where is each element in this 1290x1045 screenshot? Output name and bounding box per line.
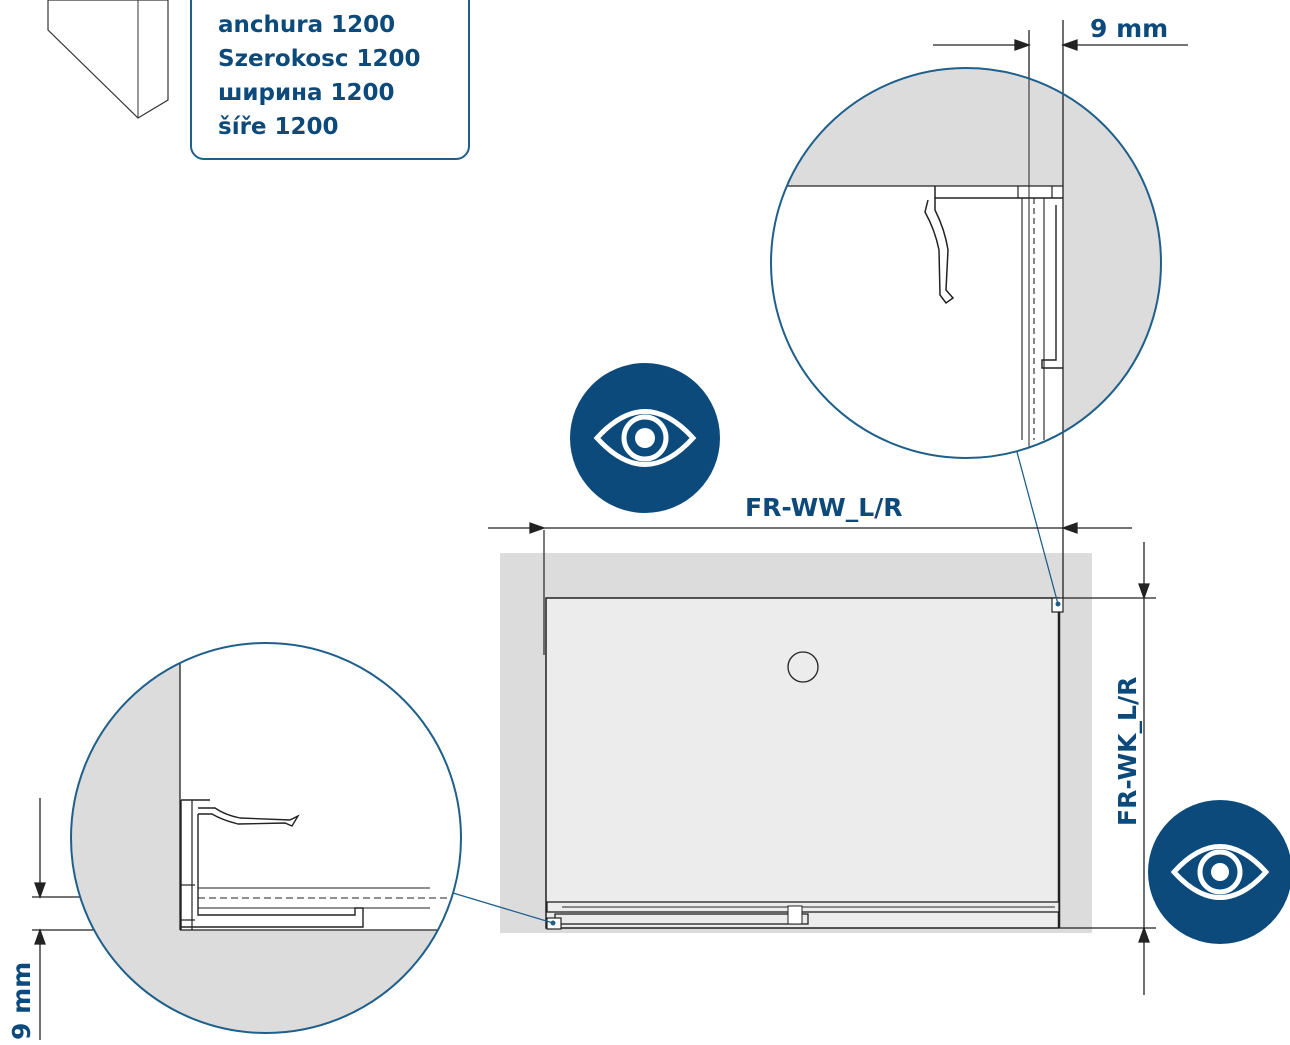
left-gap-label: 9 mm <box>7 962 36 1040</box>
callout-line: šíře 1200 <box>218 114 339 140</box>
sliding-door <box>554 913 809 925</box>
depth-dimension <box>1060 542 1156 995</box>
callout-line: ширина 1200 <box>218 80 395 106</box>
callout-line: Szerokosc 1200 <box>218 46 421 72</box>
zoom-detail-bottom-left <box>70 642 462 1034</box>
zoom-detail-top-right <box>770 67 1162 459</box>
eye-icon <box>1148 800 1290 944</box>
shower-tray <box>545 597 1060 929</box>
width-callout-box: anchura 1200 Szerokosc 1200 ширина 1200 … <box>190 0 470 160</box>
width-label: FR-WW_L/R <box>745 493 903 522</box>
depth-label: FR-WK_L/R <box>1113 677 1142 826</box>
wall-panel-fragment <box>47 0 169 119</box>
drain-circle <box>787 651 819 683</box>
eye-icon <box>570 363 720 513</box>
top-gap-label: 9 mm <box>1090 14 1168 43</box>
floor-plan <box>452 451 1092 933</box>
callout-line: anchura 1200 <box>218 12 396 38</box>
